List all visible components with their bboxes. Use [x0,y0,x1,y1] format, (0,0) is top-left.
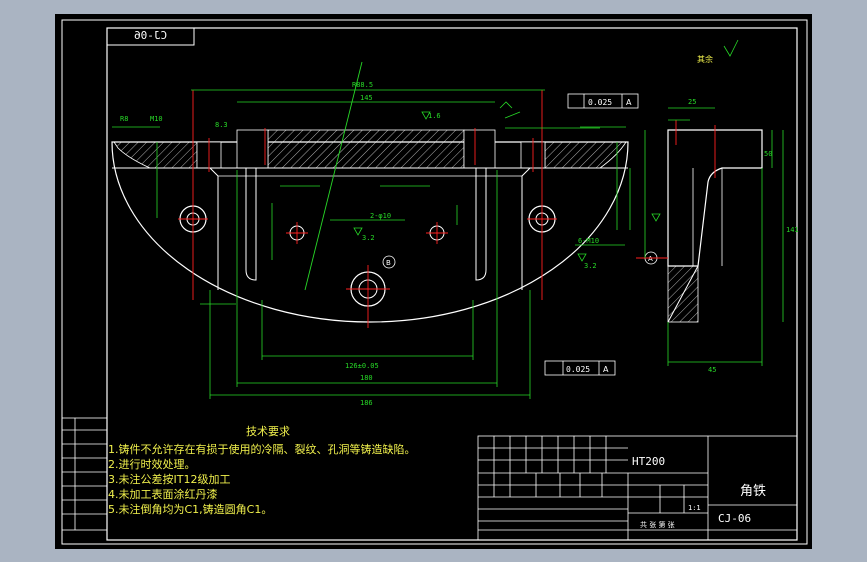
flatness-value: 0.025 [566,365,590,374]
slot-left [236,129,269,169]
parallel-ref: A [626,98,632,107]
dim-145: 145 [360,94,373,102]
dim-roughness-1: 3.2 [362,234,375,242]
dim-chamfer: 8.3 [215,121,228,129]
scale-text: 1:1 [688,504,701,512]
body-outline [111,141,629,323]
tech-item: 4.未加工表面涂红丹漆 [108,488,218,501]
tech-item: 5.未注倒角均为C1,铸造圆角C1。 [108,503,273,516]
dim-180: 180 [360,374,373,382]
dim-overall-top: R88.5 [352,81,373,89]
dim-hole-note-2: 6-M10 [578,237,599,245]
dim-186: 186 [360,399,373,407]
slot-right [463,129,496,169]
dimension-lines [112,89,626,399]
material-text: HT200 [632,455,665,468]
side-dim-45: 45 [708,366,716,374]
datum-b-label: B [386,259,391,267]
datum-a-label: A [648,255,653,263]
datum-b-symbol [382,255,396,269]
dim-r8: R8 [120,115,128,123]
part-name-text: 角铁 [740,484,766,499]
drawing-code-tag: CJ-06 [133,29,168,42]
side-dim-50: 50 [764,150,772,158]
tech-item: 3.未注公差按IT12级加工 [108,473,231,486]
main-view [111,61,629,328]
side-dim-141: 141 [786,226,799,234]
dim-roughness-3: 1.6 [428,112,441,120]
inner-border [106,27,798,541]
dim-roughness-2: 3.2 [584,262,597,270]
dim-thread: M10 [150,115,163,123]
side-hatch [667,265,699,323]
flatness-ref: A [603,365,609,374]
side-view: 0.025 A [567,93,763,323]
dim-hole-spacing: 126±0.05 [345,362,379,370]
flatness-callout: 0.025 A [544,360,616,376]
side-dim-25: 25 [688,98,696,106]
dim-hole-note-1: 2-φ10 [370,212,391,220]
hatch-center [267,129,465,169]
sheet-note-text: 共 张 第 张 [640,520,675,529]
title-block [61,417,798,541]
code-tag-box [106,27,195,46]
technical-requirements: 技术要求 1.铸件不允许存在有损于使用的冷隔、裂纹、孔洞等铸造缺陷。 2.进行时… [108,424,468,517]
tech-requirements-title: 技术要求 [246,425,290,438]
side-profile [667,129,763,267]
outer-border [61,19,808,545]
roughness-note: 其余 [697,54,713,64]
drawing-number-text: CJ-06 [718,512,751,525]
tech-item: 2.进行时效处理。 [108,458,196,471]
parallel-value: 0.025 [588,98,612,107]
tech-item: 1.铸件不允许存在有损于使用的冷隔、裂纹、孔洞等铸造缺陷。 [108,443,416,456]
